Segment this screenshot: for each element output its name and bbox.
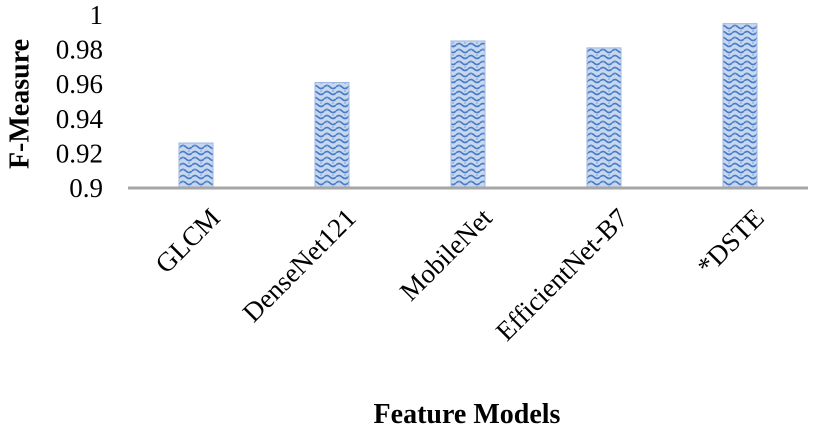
x-category-label: MobileNet [394,202,498,306]
y-tick-label: 0.98 [56,35,103,65]
bars-layer [178,23,758,189]
bar-2 [450,40,486,189]
y-tick-label: 0.9 [69,173,103,203]
y-tick-label: 0.94 [56,104,104,134]
x-category-label: GLCM [149,203,225,279]
x-category-label: DenseNet121 [237,203,362,328]
y-tick-label: 0.96 [56,69,103,99]
x-category-label: *DSTE [691,203,769,281]
x-category-label: EfficientNet-B7 [490,203,634,347]
bar-4 [722,23,758,189]
y-axis-title: F-Measure [4,39,35,169]
bar-3 [586,47,622,189]
bar-1 [314,81,350,189]
y-tick-label: 0.92 [56,138,103,168]
bar-0 [178,142,214,189]
y-tick-labels: 0.9 0.92 0.94 0.96 0.98 1 [56,0,104,203]
y-tick-label: 1 [90,0,104,30]
x-axis-title: Feature Models [374,399,561,430]
